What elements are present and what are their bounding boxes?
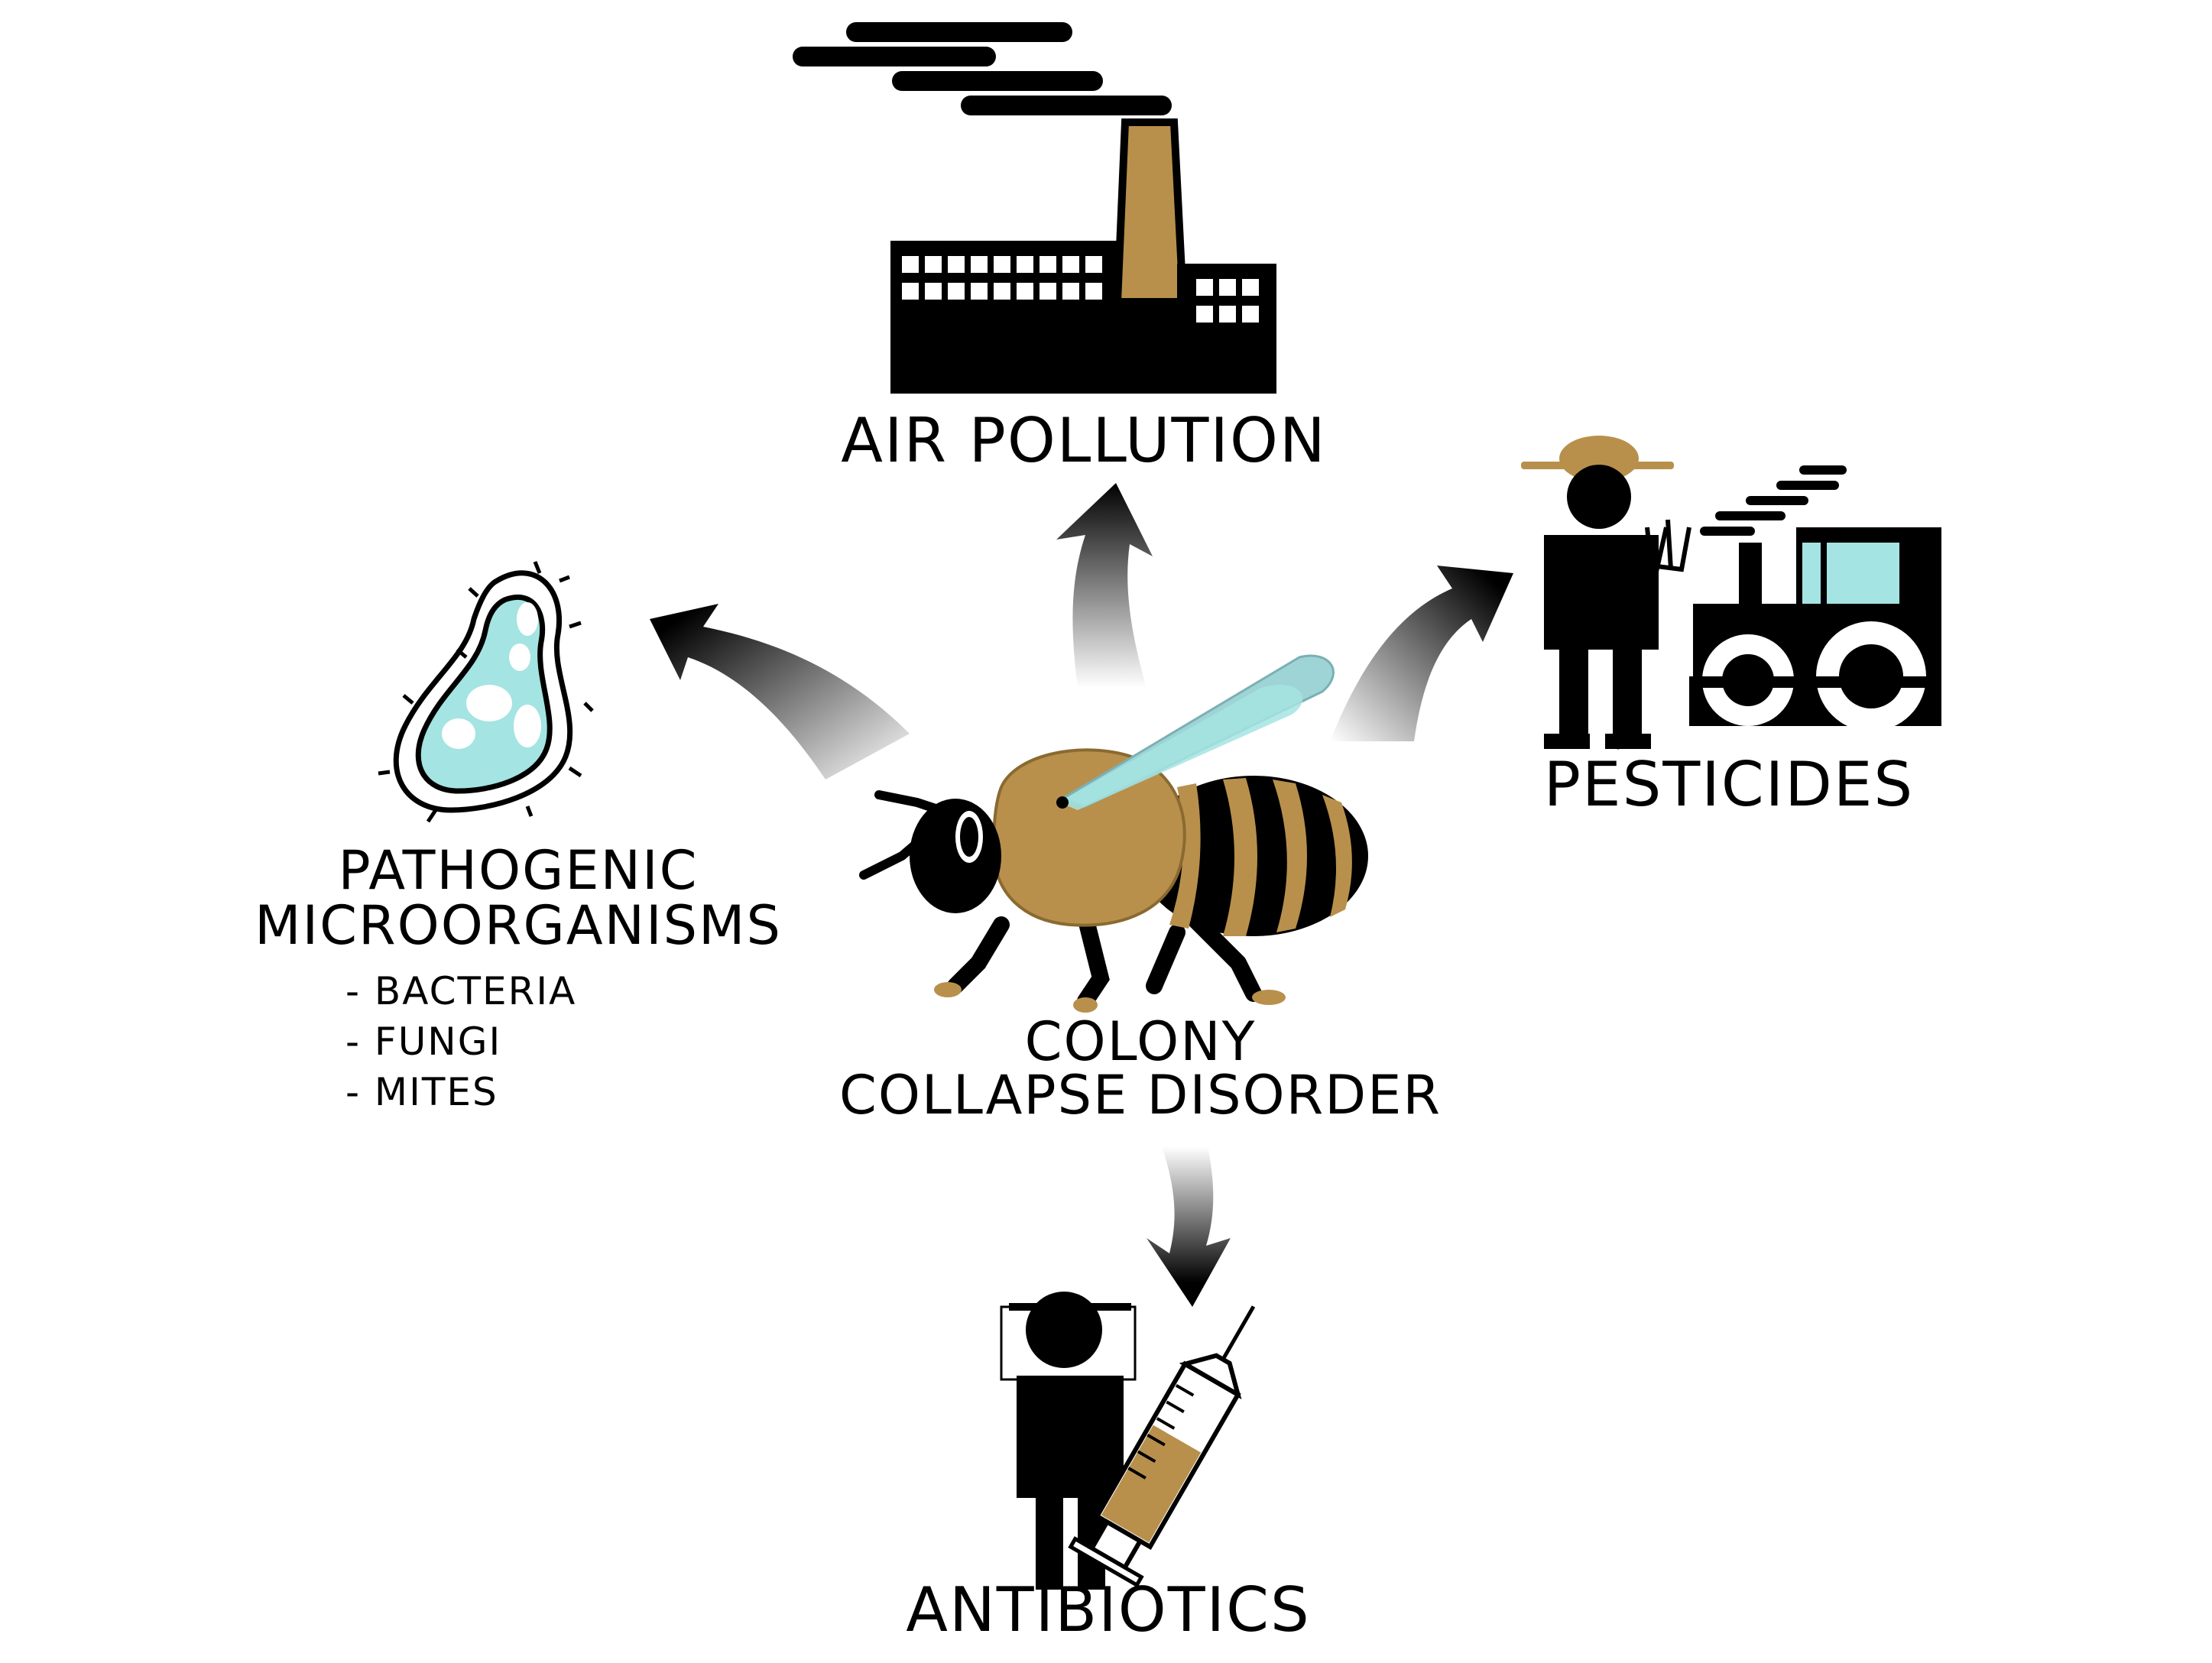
pathogen-item-fungi: - FUNGI [345,1020,502,1064]
arrow-to-pesticides [1330,566,1513,741]
farmer-tractor-icon [1521,436,1941,750]
microorganism-icon [378,561,594,823]
honeybee-icon [859,654,1368,1013]
pathogens-title-line2: MICROORGANISMS [255,894,782,957]
pesticides-label: PESTICIDES [1543,749,1915,820]
pathogen-item-bacteria: - BACTERIA [345,969,577,1013]
pathogen-item-mites: - MITES [345,1070,498,1114]
antibiotics-label: ANTIBIOTICS [906,1574,1311,1645]
arrow-to-pathogens [650,604,910,780]
arrow-to-antibiotics [1147,1146,1231,1307]
pathogens-title-line1: PATHOGENIC [338,839,699,902]
air-pollution-label: AIR POLLUTION [841,405,1327,476]
ccd-title-line1: COLONY [1024,1010,1257,1073]
ccd-title-line2: COLLAPSE DISORDER [838,1064,1442,1126]
factory-icon [793,22,1276,394]
arrow-to-air-pollution [1056,483,1153,688]
beekeeper-syringe-icon [1000,1292,1256,1590]
